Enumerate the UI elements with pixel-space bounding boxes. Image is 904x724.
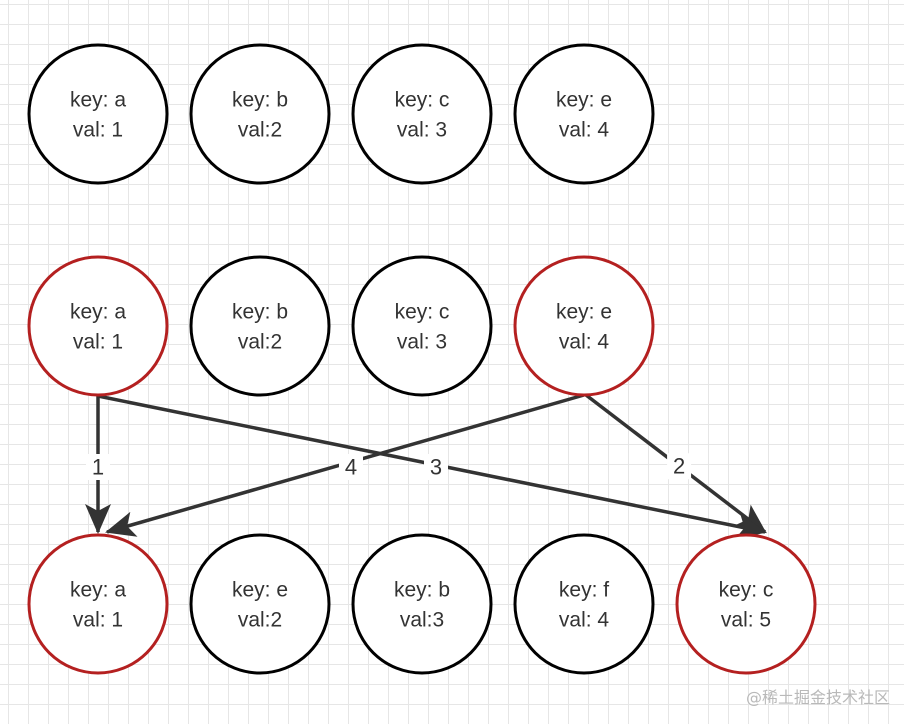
node-circle [27, 43, 169, 185]
node-key-label: key: b [232, 89, 288, 112]
node-r3-c5: key: c val: 5 [675, 533, 817, 675]
node-circle [513, 533, 655, 675]
edge-3: 3 [97, 394, 767, 540]
watermark: @稀土掘金技术社区 [745, 688, 890, 707]
node-key-label: key: f [559, 579, 609, 602]
edge-label: 3 [430, 455, 442, 480]
node-circle [675, 533, 817, 675]
node-circle [189, 533, 331, 675]
node-val-label: val: 1 [73, 609, 123, 632]
node-circle [27, 533, 169, 675]
node-val-label: val: 4 [559, 119, 610, 142]
node-r3-c1: key: a val: 1 [27, 533, 169, 675]
node-val-label: val: 4 [559, 609, 610, 632]
edge-4: 4 [105, 393, 585, 537]
node-r3-c2: key: e val:2 [189, 533, 331, 675]
node-r2-c4: key: e val: 4 [513, 255, 655, 397]
node-key-label: key: c [395, 301, 450, 324]
node-circle [351, 533, 493, 675]
node-r3-c4: key: f val: 4 [513, 533, 655, 675]
node-key-label: key: b [232, 301, 288, 324]
edge-label: 1 [92, 455, 104, 480]
node-circle [513, 43, 655, 185]
node-circle [189, 255, 331, 397]
node-val-label: val:3 [400, 609, 444, 632]
node-r1-c4: key: e val: 4 [513, 43, 655, 185]
node-val-label: val:2 [238, 119, 282, 142]
node-r3-c3: key: b val:3 [351, 533, 493, 675]
node-r2-c2: key: b val:2 [189, 255, 331, 397]
node-circle [351, 43, 493, 185]
node-val-label: val: 4 [559, 331, 610, 354]
edge-label-background [424, 454, 448, 480]
node-circle [351, 255, 493, 397]
node-key-label: key: a [70, 579, 126, 602]
edge-label: 2 [673, 454, 685, 479]
node-key-label: key: a [70, 301, 126, 324]
edge-label-background [339, 454, 363, 480]
edge-2: 2 [584, 393, 767, 534]
edge-1: 1 [85, 396, 111, 534]
node-r1-c1: key: a val: 1 [27, 43, 169, 185]
node-r2-c3: key: c val: 3 [351, 255, 493, 397]
node-r1-c3: key: c val: 3 [351, 43, 493, 185]
node-r1-c2: key: b val:2 [189, 43, 331, 185]
edges-layer: 1 2 3 4 [85, 393, 767, 540]
node-val-label: val: 1 [73, 119, 123, 142]
node-key-label: key: c [395, 89, 450, 112]
node-circle [189, 43, 331, 185]
node-val-label: val: 3 [397, 119, 447, 142]
node-key-label: key: b [394, 579, 450, 602]
node-key-label: key: c [719, 579, 774, 602]
edge-label-background [667, 453, 692, 480]
node-circle [513, 255, 655, 397]
node-key-label: key: e [556, 89, 612, 112]
node-circle [27, 255, 169, 397]
node-val-label: val:2 [238, 331, 282, 354]
edge-label: 4 [345, 455, 357, 480]
node-val-label: val: 5 [721, 609, 771, 632]
node-val-label: val: 3 [397, 331, 447, 354]
edge-label-background [86, 454, 110, 480]
node-key-label: key: e [556, 301, 612, 324]
node-key-label: key: e [232, 579, 288, 602]
node-val-label: val:2 [238, 609, 282, 632]
node-key-label: key: a [70, 89, 126, 112]
node-r2-c1: key: a val: 1 [27, 255, 169, 397]
node-val-label: val: 1 [73, 331, 123, 354]
